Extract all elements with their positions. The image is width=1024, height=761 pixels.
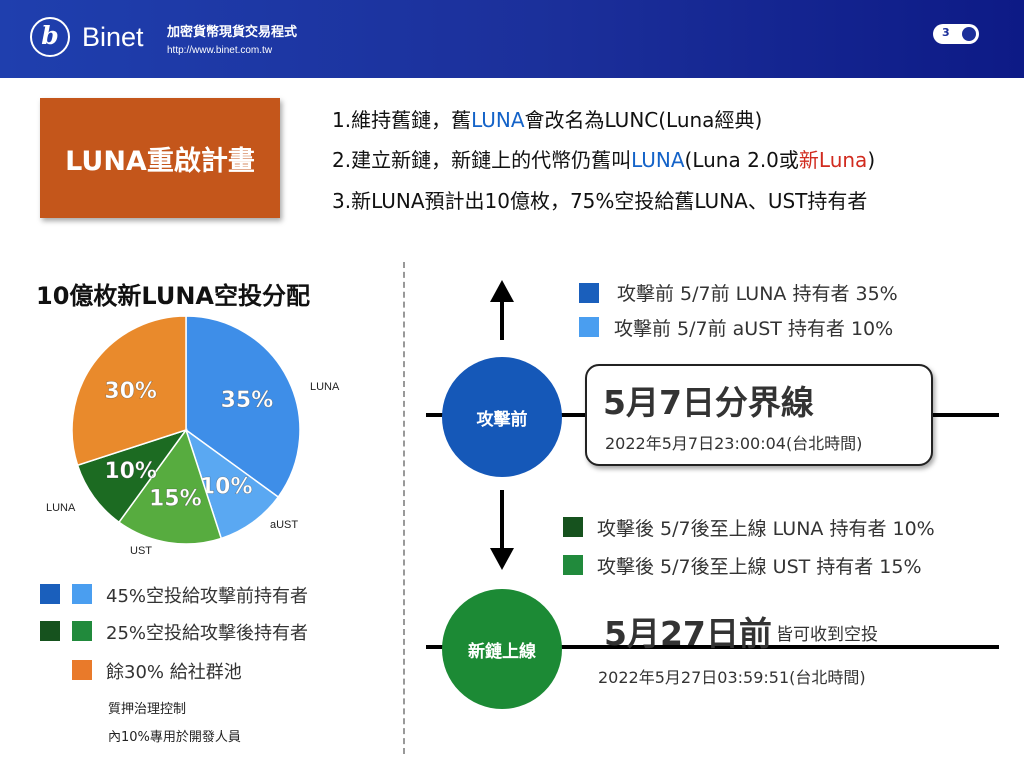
website-url: http://www.binet.com.tw <box>167 45 273 56</box>
pie-slice-4 <box>76 428 188 524</box>
point-2-text-b: (Luna 2.0或 <box>684 148 799 172</box>
pie-slice-label-5: 30% <box>104 379 157 404</box>
pie-category-label-4: LUNA <box>46 502 76 514</box>
legend-swatch-green-mid <box>72 621 92 641</box>
tagline: 加密貨幣現貨交易程式 <box>167 25 298 40</box>
legend-swatch-blue-light <box>72 584 92 604</box>
page-number: 3 <box>942 26 950 39</box>
deadline-suffix: 皆可收到空投 <box>776 625 878 645</box>
arrow-down-shaft <box>500 490 504 548</box>
cutoff-date-title: 5月7日分界線 <box>603 383 814 422</box>
brand-name: Binet <box>82 22 144 52</box>
chart-title: 10億枚新LUNA空投分配 <box>36 282 310 310</box>
point-3: 3.新LUNA預計出10億枚，75%空投給舊LUNA、UST持有者 <box>332 189 868 213</box>
post-swatch-luna <box>563 517 583 537</box>
point-2-luna: LUNA <box>631 148 685 172</box>
cutoff-date-time: 2022年5月7日23:00:04(台北時間) <box>605 434 863 453</box>
point-1-luna: LUNA <box>471 108 525 132</box>
logo-letter: b <box>41 21 59 50</box>
point-1: 1.維持舊鏈，舊LUNA會改名為LUNC(Luna經典) <box>332 104 762 133</box>
pie-category-label-3: UST <box>130 545 152 557</box>
point-2-new-luna: 新Luna <box>798 148 868 172</box>
pre-swatch-aust <box>579 317 599 337</box>
pie-chart: 35% LUNA 10% aUST 15% UST 10% LUNA 30% <box>46 315 340 557</box>
pie-slice-1 <box>185 315 301 499</box>
legend-pre-attack: 45%空投給攻擊前持有者 <box>106 586 309 607</box>
pre-luna-holders: 攻擊前 5/7前 LUNA 持有者 35% <box>617 283 898 305</box>
post-swatch-ust <box>563 555 583 575</box>
pre-attack-circle: 攻擊前 <box>442 357 562 477</box>
slide-title: LUNA重啟計畫 <box>40 98 280 218</box>
point-2-text-a: 2.建立新鏈，新鏈上的代幣仍舊叫 <box>332 148 632 172</box>
note-staking-governance: 質押治理控制 <box>108 702 187 717</box>
pie-slice-5 <box>71 315 187 467</box>
post-luna-holders: 攻擊後 5/7後至上線 LUNA 持有者 10% <box>597 518 935 540</box>
pie-slice-label-1: 35% <box>221 388 274 413</box>
legend-post-attack: 25%空投給攻擊後持有者 <box>106 623 309 644</box>
pie-category-label-1: LUNA <box>310 381 340 393</box>
pie-slice-label-3: 15% <box>149 487 202 512</box>
section-divider <box>403 262 405 754</box>
legend-swatch-blue-dark <box>40 584 60 604</box>
pie-slice-label-4: 10% <box>104 459 157 484</box>
pie-category-label-2: aUST <box>270 519 298 531</box>
note-developers: 內10%專用於開發人員 <box>108 730 241 745</box>
post-ust-holders: 攻擊後 5/7後至上線 UST 持有者 15% <box>597 556 922 578</box>
arrow-up-icon <box>490 280 514 302</box>
page-indicator: 3 <box>933 24 979 44</box>
timeline-line-2 <box>426 645 999 649</box>
legend-swatch-green-dark <box>40 621 60 641</box>
cutoff-date-box: 5月7日分界線 2022年5月7日23:00:04(台北時間) <box>585 364 933 466</box>
deadline-date: 5月27日前 <box>604 614 772 653</box>
timeline-line-1b <box>933 413 999 417</box>
pie-slice-3 <box>117 428 223 545</box>
pie-slice-2 <box>184 428 280 540</box>
new-chain-circle: 新鏈上線 <box>442 589 562 709</box>
legend-community-pool: 餘30% 給社群池 <box>106 662 242 683</box>
point-2-text-c: ) <box>867 148 876 172</box>
legend-swatch-orange <box>72 660 92 680</box>
header-bar: b Binet 加密貨幣現貨交易程式 http://www.binet.com.… <box>0 0 1024 78</box>
pre-swatch-luna <box>579 283 599 303</box>
deadline-time: 2022年5月27日03:59:51(台北時間) <box>598 668 866 687</box>
point-1-text-b: 會改名為LUNC(Luna經典) <box>524 108 763 132</box>
point-2: 2.建立新鏈，新鏈上的代幣仍舊叫LUNA(Luna 2.0或新Luna) <box>332 144 875 173</box>
arrow-up-shaft <box>500 300 504 340</box>
pie-slice-label-2: 10% <box>200 474 253 499</box>
pre-aust-holders: 攻擊前 5/7前 aUST 持有者 10% <box>614 318 894 340</box>
binet-logo-icon: b <box>30 17 70 57</box>
arrow-down-icon <box>490 548 514 570</box>
point-1-text-a: 1.維持舊鏈，舊 <box>332 108 472 132</box>
page-dot-icon <box>962 27 976 41</box>
